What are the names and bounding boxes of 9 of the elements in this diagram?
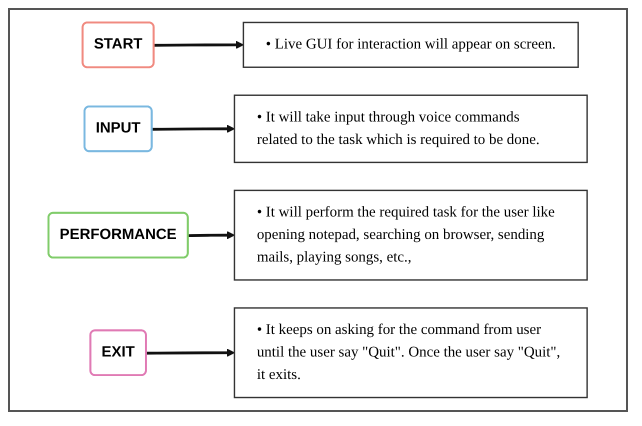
arrow: [154, 40, 244, 49]
arrow: [146, 348, 236, 357]
node-box: [234, 190, 588, 281]
diagram-frame: START • Live GUI for interaction will appear on screen. INPUT • It will take input through voice commands related to the task which is required to be done. PERFORMANCE • It will perform the required task for the user like opening notepad, searching on browser, sending mails, playing songs, etc., EXIT • It keeps on asking for the command from user until the user say "Quit". Once the user say "Quit", it exits.: [8, 8, 628, 412]
arrow: [152, 124, 236, 133]
node-box: [242, 22, 580, 68]
node-box: [234, 307, 588, 398]
node-box: [234, 94, 588, 164]
arrow: [188, 231, 236, 240]
